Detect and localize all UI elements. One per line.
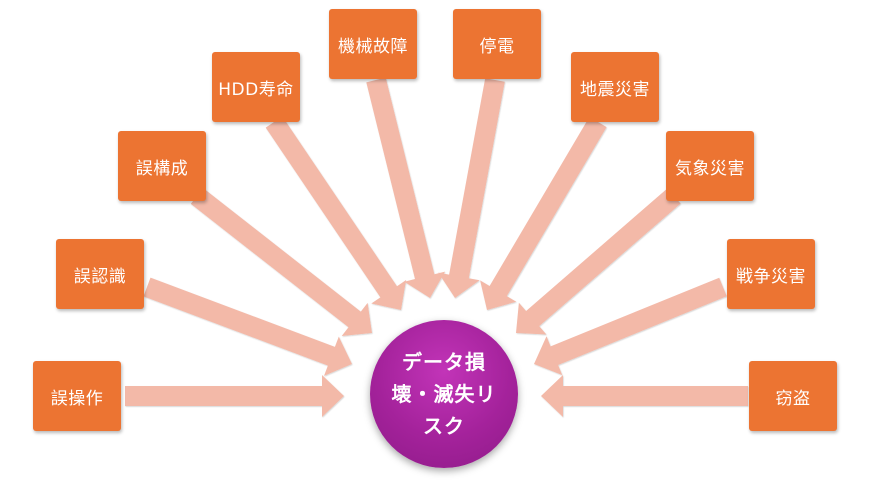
arrow-group: [125, 77, 748, 417]
arrow-hdd-lifespan: [265, 116, 407, 311]
cause-box-earthquake-disaster: 地震災害: [571, 52, 659, 122]
central-risk-circle: データ損壊・滅失リスク: [370, 320, 518, 468]
arrow-theft: [541, 375, 748, 417]
cause-label: 戦争災害: [736, 266, 806, 287]
cause-label: 地震災害: [580, 79, 650, 100]
arrow-misoperation: [125, 375, 344, 417]
cause-box-misconfiguration: 誤構成: [118, 131, 206, 201]
cause-label: 誤操作: [50, 388, 104, 409]
central-risk-label: データ損壊・滅失リスク: [391, 350, 497, 438]
cause-box-weather-disaster: 気象災害: [666, 131, 754, 201]
cause-box-mechanical-failure: 機械故障: [329, 9, 417, 79]
arrow-misrecognition: [143, 277, 352, 376]
cause-label: 停電: [479, 36, 515, 57]
cause-box-war-disaster: 戦争災害: [727, 239, 815, 309]
arrow-war-disaster: [534, 277, 727, 376]
cause-label: 誤認識: [73, 266, 127, 287]
arrow-misconfiguration: [190, 188, 372, 336]
cause-box-theft: 窃盗: [749, 361, 837, 431]
arrow-power-outage: [438, 78, 505, 298]
cause-label: 窃盗: [775, 388, 811, 409]
cause-label: HDD寿命: [218, 79, 294, 100]
arrow-earthquake-disaster: [480, 116, 607, 311]
cause-label: 誤構成: [135, 158, 189, 179]
cause-box-power-outage: 停電: [453, 9, 541, 79]
cause-box-hdd-lifespan: HDD寿命: [212, 52, 300, 122]
cause-box-misrecognition: 誤認識: [56, 239, 144, 309]
cause-label: 機械故障: [338, 36, 408, 57]
cause-label: 気象災害: [675, 158, 745, 179]
cause-box-misoperation: 誤操作: [33, 361, 121, 431]
arrow-mechanical-failure: [366, 77, 446, 298]
arrow-weather-disaster: [516, 188, 681, 335]
